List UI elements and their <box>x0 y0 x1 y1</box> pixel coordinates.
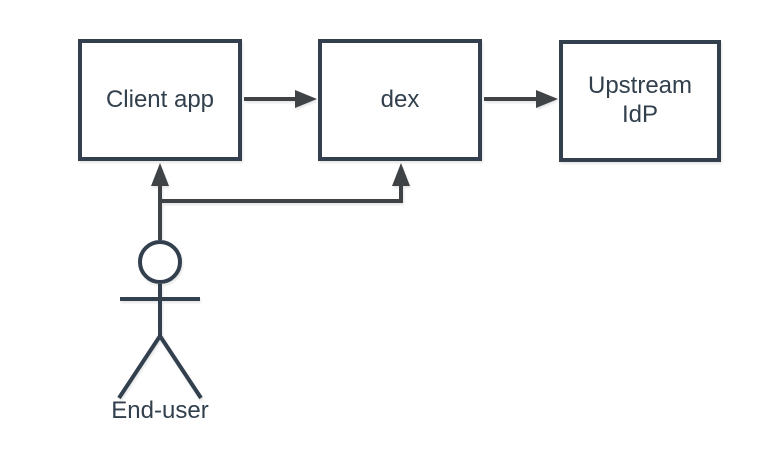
node-client-app: Client app <box>78 39 242 161</box>
node-dex-label: dex <box>380 85 420 113</box>
node-upstream-idp-label: Upstream IdP <box>587 72 693 128</box>
node-dex: dex <box>318 39 482 161</box>
actor-icon <box>117 240 203 400</box>
arrow-enduser-to-client <box>151 163 169 240</box>
node-upstream-idp: Upstream IdP <box>559 40 721 162</box>
actor-end-user-label: End-user <box>111 397 209 424</box>
arrow-dex-to-idp <box>484 90 558 108</box>
arrow-client-to-dex <box>244 90 317 108</box>
arrow-enduser-to-dex <box>160 163 410 203</box>
node-client-app-label: Client app <box>105 85 215 113</box>
